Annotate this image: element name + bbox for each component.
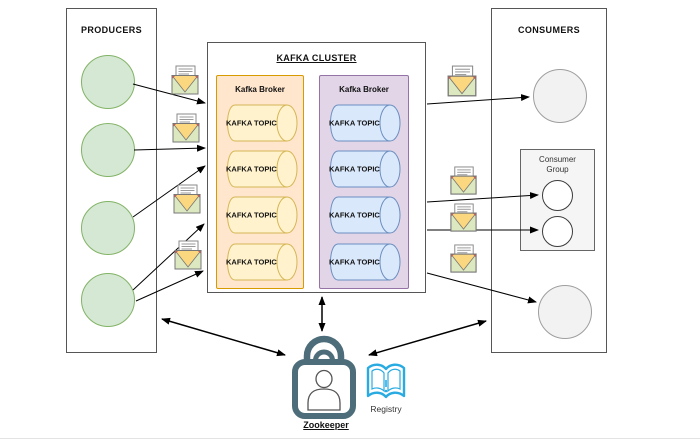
cylinder-shape <box>227 243 298 281</box>
kafka-broker-1: Kafka Broker KAFKA TOPIC KAFKA TOPIC KAF… <box>216 75 304 289</box>
cylinder-shape <box>330 196 401 234</box>
kafka-topic: KAFKA TOPIC <box>324 150 402 188</box>
consumer-group-title: Consumer Group <box>539 155 576 175</box>
kafka-broker-2: Kafka Broker KAFKA TOPIC KAFKA TOPIC KAF… <box>319 75 409 289</box>
kafka-topic-label: KAFKA TOPIC <box>329 118 380 128</box>
kafka-topic: KAFKA TOPIC <box>324 196 402 234</box>
consumer-circle <box>533 69 587 123</box>
kafka-topic-label: KAFKA TOPIC <box>329 257 380 267</box>
producer-circle <box>81 55 135 109</box>
message-envelope-icon <box>448 203 479 234</box>
producers-title: PRODUCERS <box>80 25 143 35</box>
consumer-group-circle <box>542 180 573 211</box>
kafka-topic-label: KAFKA TOPIC <box>226 210 277 220</box>
kafka-cluster-title: KAFKA CLUSTER <box>276 53 357 63</box>
kafka-topic: KAFKA TOPIC <box>221 196 299 234</box>
person-head-shape <box>315 369 333 389</box>
consumer-group-box: Consumer Group <box>520 149 595 251</box>
kafka-topic-label: KAFKA TOPIC <box>329 210 380 220</box>
kafka-broker-2-title: Kafka Broker <box>339 85 389 94</box>
message-envelope-icon <box>448 244 479 275</box>
consumers-title: CONSUMERS <box>517 25 581 35</box>
zookeeper-lock-icon <box>292 335 356 419</box>
producer-circle <box>81 123 135 177</box>
kafka-topic: KAFKA TOPIC <box>324 243 402 281</box>
cylinder-shape <box>330 150 401 188</box>
kafka-topic: KAFKA TOPIC <box>221 150 299 188</box>
message-envelope-icon <box>172 240 204 272</box>
kafka-topic-label: KAFKA TOPIC <box>329 164 380 174</box>
consumer-group-circle <box>542 216 573 247</box>
producer-circle <box>81 201 135 255</box>
kafka-topic-label: KAFKA TOPIC <box>226 164 277 174</box>
message-envelope-icon <box>445 65 479 99</box>
producer-circle <box>81 273 135 327</box>
kafka-topic: KAFKA TOPIC <box>221 104 299 142</box>
registry-book-icon <box>366 363 406 399</box>
message-envelope-icon <box>171 184 203 216</box>
message-envelope-icon <box>170 113 202 145</box>
registry-label: Registry <box>370 404 402 414</box>
kafka-broker-1-title: Kafka Broker <box>235 85 285 94</box>
zookeeper-label: Zookeeper <box>303 420 349 430</box>
cylinder-shape <box>227 150 298 188</box>
kafka-topic: KAFKA TOPIC <box>221 243 299 281</box>
kafka-topic: KAFKA TOPIC <box>324 104 402 142</box>
cylinder-shape <box>227 104 298 142</box>
kafka-cluster-panel: KAFKA CLUSTER Kafka Broker KAFKA TOPIC K… <box>207 42 426 293</box>
message-envelope-icon <box>448 166 479 197</box>
message-envelope-icon <box>169 65 201 97</box>
cylinder-shape <box>330 243 401 281</box>
person-body-shape <box>307 388 341 411</box>
kafka-topic-label: KAFKA TOPIC <box>226 257 277 267</box>
cylinder-shape <box>227 196 298 234</box>
cylinder-shape <box>330 104 401 142</box>
kafka-topic-label: KAFKA TOPIC <box>226 118 277 128</box>
consumer-circle <box>538 285 592 339</box>
